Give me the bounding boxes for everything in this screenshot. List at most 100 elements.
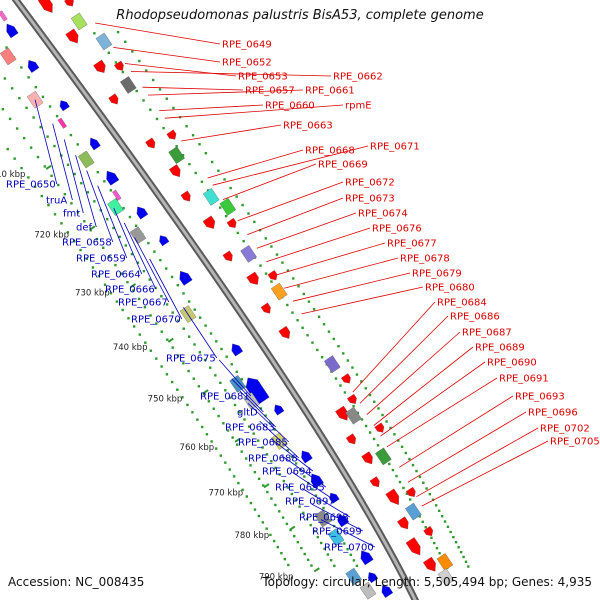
forward-label-leader xyxy=(284,257,399,289)
reverse-label-leader xyxy=(113,208,143,275)
forward-label-leader xyxy=(212,145,369,186)
colored-gene-box xyxy=(107,198,124,216)
forward-gene-label: RPE_0662 xyxy=(333,72,383,83)
forward-label-leader xyxy=(164,104,344,119)
gene-features xyxy=(0,0,455,600)
forward-cds-arrow xyxy=(145,137,156,149)
reverse-gene-label: fmt xyxy=(63,209,80,220)
forward-label-leader xyxy=(275,242,386,276)
reverse-label-leader xyxy=(52,123,73,201)
forward-cds-arrow xyxy=(345,433,356,445)
forward-label-leader xyxy=(124,63,237,77)
forward-gene-label: RPE_0671 xyxy=(370,142,420,153)
forward-cds-arrow xyxy=(374,422,385,433)
colored-gene-box xyxy=(436,553,454,571)
forward-gene-label: RPE_0687 xyxy=(462,328,512,339)
genome-title: Rhodopseudomonas palustris BisA53, compl… xyxy=(116,8,484,23)
reverse-label-leader xyxy=(281,455,327,488)
forward-cds-arrow xyxy=(246,271,259,285)
reverse-label-leader xyxy=(75,154,97,228)
forward-cds-arrow xyxy=(113,60,124,71)
reverse-gene-label: RPE_0694 xyxy=(262,467,312,478)
forward-gene-label: RPE_0673 xyxy=(345,194,395,205)
colored-gene-box xyxy=(229,375,246,393)
forward-gene-label: RPE_0684 xyxy=(437,298,487,309)
rna-marker xyxy=(112,189,122,201)
forward-cds-arrow xyxy=(267,270,278,281)
forward-label-leader xyxy=(301,286,424,315)
reverse-label-leader xyxy=(311,503,363,532)
forward-cds-arrow xyxy=(260,302,271,314)
forward-label-leader xyxy=(159,104,264,111)
reverse-cds-arrow xyxy=(274,404,285,416)
forward-cds-arrow xyxy=(422,556,436,572)
genome-backbone xyxy=(11,0,420,600)
forward-gene-label: RPE_0696 xyxy=(528,408,578,419)
reverse-cds-arrow xyxy=(179,270,193,286)
forward-label-leader xyxy=(256,212,357,249)
colored-gene-box xyxy=(77,150,95,169)
reverse-cds-arrow xyxy=(381,585,394,599)
reverse-cds-arrow xyxy=(360,550,374,566)
forward-cds-arrow xyxy=(369,476,380,488)
forward-cds-arrow xyxy=(405,537,421,556)
reverse-gene-label: truA xyxy=(46,196,67,207)
forward-cds-arrow xyxy=(64,0,74,7)
forward-gene-label: RPE_0679 xyxy=(412,269,462,280)
tick-mark xyxy=(129,283,137,289)
reverse-gene-label: RPE_0650 xyxy=(6,180,56,191)
tick-mark xyxy=(45,164,52,170)
forward-gene-label: rpmE xyxy=(345,101,372,112)
reverse-cds-arrow xyxy=(136,206,149,220)
colored-gene-box xyxy=(240,245,257,263)
reverse-gene-label: RPE_0670 xyxy=(131,315,181,326)
colored-gene-box xyxy=(202,188,220,206)
forward-gene-label: RPE_0652 xyxy=(222,58,272,69)
forward-gene-label: RPE_0690 xyxy=(487,358,537,369)
forward-cds-arrow xyxy=(361,451,373,465)
forward-cds-arrow xyxy=(168,164,181,178)
colored-gene-box xyxy=(70,12,88,31)
reverse-label-leader xyxy=(247,403,290,443)
tick-label: 730 kbp xyxy=(75,288,110,298)
forward-label-leader xyxy=(386,377,498,448)
colored-gene-box xyxy=(129,226,147,245)
reverse-label-leader xyxy=(149,258,183,320)
forward-label-leader xyxy=(292,272,411,302)
reverse-label-leader xyxy=(134,237,170,303)
forward-gene-label: RPE_0676 xyxy=(372,224,422,235)
tick-label: 760 kbp xyxy=(180,443,215,453)
reverse-cds-arrow xyxy=(368,572,379,584)
colored-gene-box xyxy=(345,567,362,586)
reverse-label-leader xyxy=(86,170,114,243)
forward-label-leader xyxy=(207,149,304,179)
reverse-label-leader xyxy=(63,139,84,214)
reverse-label-leader xyxy=(123,222,157,290)
colored-gene-box xyxy=(270,282,288,301)
forward-label-leader xyxy=(142,86,244,91)
reverse-cds-arrow xyxy=(245,377,270,406)
forward-cds-arrow xyxy=(166,129,177,140)
forward-gene-label: RPE_0689 xyxy=(475,343,525,354)
forward-gene-label: RPE_0678 xyxy=(400,254,450,265)
forward-cds-arrow xyxy=(423,525,434,537)
reverse-label-leader xyxy=(239,390,277,428)
forward-label-leader xyxy=(266,227,371,263)
forward-cds-arrow xyxy=(346,393,357,404)
forward-cds-arrow xyxy=(385,488,400,506)
colored-gene-box xyxy=(324,355,341,373)
forward-label-leader xyxy=(222,163,317,200)
forward-label-leader xyxy=(352,301,436,393)
forward-label-leader xyxy=(181,124,282,142)
reverse-gene-label: RPE_0658 xyxy=(62,238,112,249)
reverse-gene-label: gltD xyxy=(237,408,258,419)
reverse-gene-label: RPE_0700 xyxy=(324,543,374,554)
forward-cds-arrow xyxy=(340,373,351,384)
reverse-gene-label: RPE_0675 xyxy=(166,354,216,365)
forward-label-leader xyxy=(113,47,221,63)
reverse-cds-arrow xyxy=(231,343,244,357)
colored-gene-box xyxy=(359,581,377,600)
forward-label-leader xyxy=(237,181,344,222)
